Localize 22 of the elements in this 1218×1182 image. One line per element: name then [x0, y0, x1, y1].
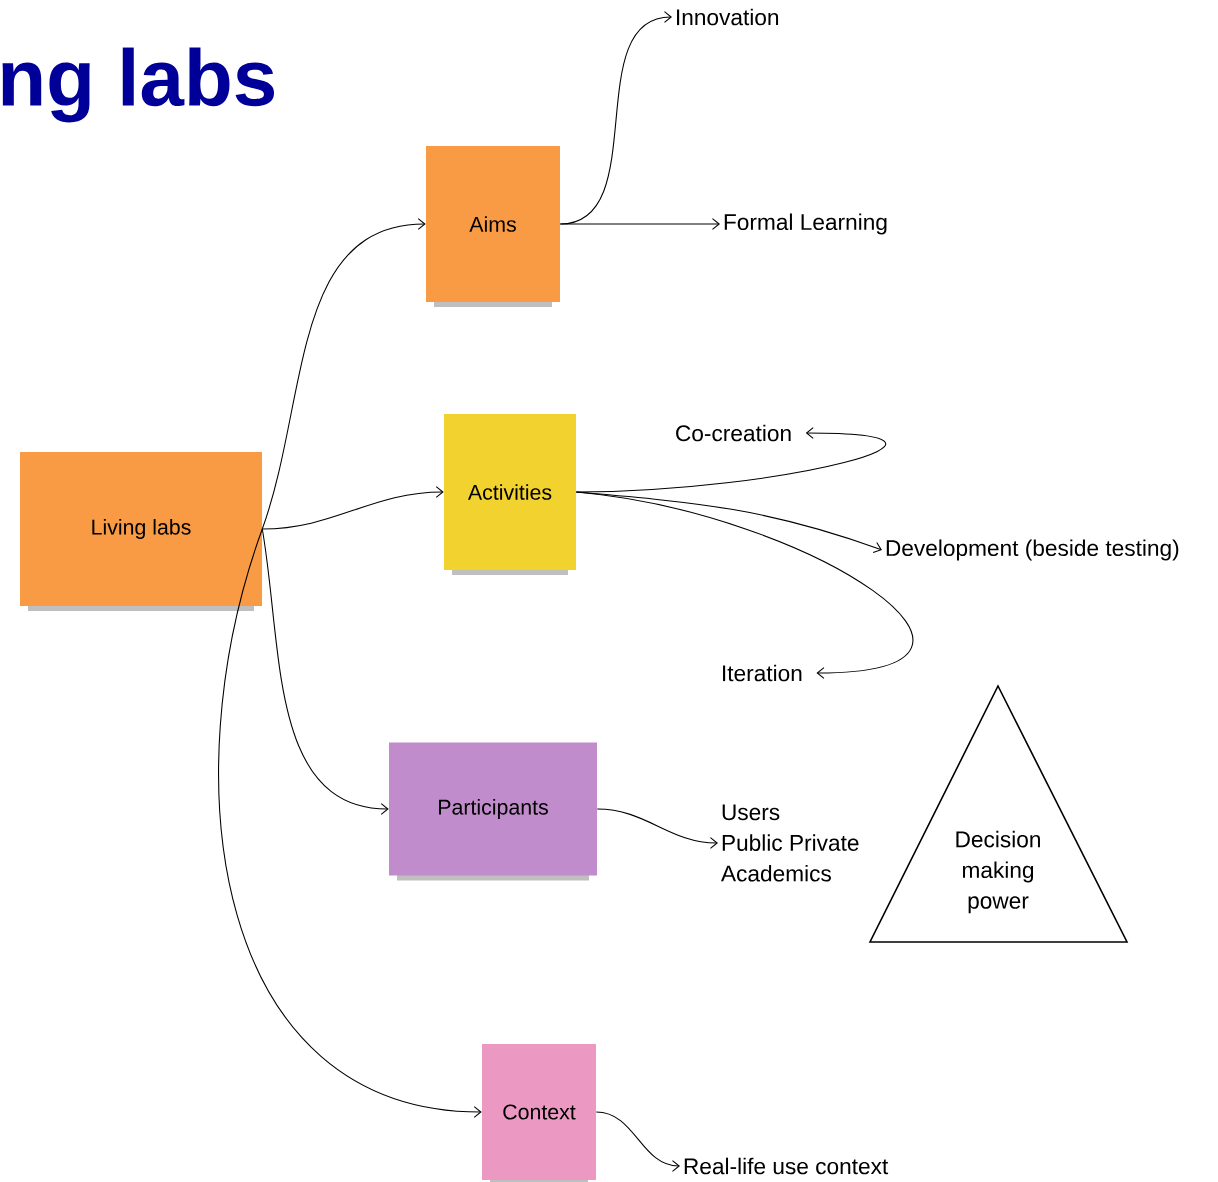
arrow [575, 427, 886, 493]
text-label: Users Public Private Academics [721, 804, 859, 882]
text-label: Co-creation [676, 424, 791, 442]
text-label: Iteration [723, 664, 802, 682]
text-label: Development (beside testing) [886, 539, 1179, 561]
sticky-note: Participants [389, 742, 597, 881]
text-label: Formal Learning [724, 213, 887, 235]
arrow [261, 218, 426, 530]
arrow [218, 528, 482, 1118]
arrow [261, 486, 444, 530]
sticky-note: Activities [444, 414, 576, 575]
arrow [261, 528, 389, 815]
sticky-note: Living labs [20, 452, 262, 611]
text-label: Innovation [677, 8, 779, 26]
sticky-note: Context [482, 1044, 596, 1182]
arrow [595, 1111, 680, 1172]
arrow [575, 491, 912, 679]
arrow [596, 808, 718, 849]
arrow [559, 218, 720, 230]
text-label: Real-life use context [684, 1157, 889, 1175]
title: ng labs [2, 47, 274, 123]
sticky-note: Aims [426, 146, 560, 307]
